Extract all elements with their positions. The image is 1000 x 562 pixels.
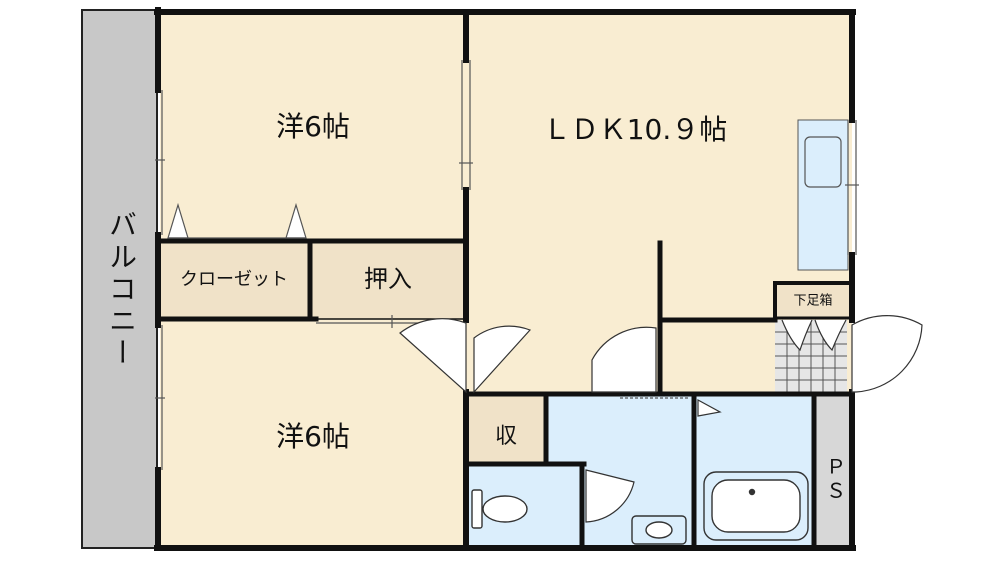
door-western-bottom — [399, 318, 467, 394]
label-ldk: ＬＤＫ10.９帖 — [543, 113, 728, 146]
windows — [155, 60, 859, 470]
shoe-box-floor — [775, 283, 852, 318]
toilet-icon — [471, 489, 528, 529]
door-ldk-storage — [591, 326, 657, 393]
western-room-top-floor — [160, 12, 466, 241]
label-western-top: 洋6帖 — [276, 110, 350, 143]
door-swings[interactable] — [399, 315, 923, 523]
closet-doors[interactable] — [167, 202, 307, 239]
door-ldk-to-hall — [473, 325, 532, 394]
balcony-area — [81, 9, 158, 549]
closet-floor — [160, 241, 310, 319]
label-shoe-box: 下足箱 — [793, 293, 832, 309]
pipe-space-floor — [814, 394, 852, 547]
door-bathroom — [697, 398, 722, 417]
kitchen-sink-icon — [804, 136, 842, 188]
label-storage: 収 — [495, 424, 517, 449]
label-pipe-space: ＰＳ — [823, 456, 847, 504]
shoe-box-doors[interactable] — [781, 319, 847, 352]
washbasin-icon — [631, 515, 687, 545]
label-balcony: バルコニー — [105, 210, 138, 370]
door-entrance — [851, 315, 923, 393]
western-room-bottom-floor — [160, 319, 466, 547]
label-oshiire: 押入 — [364, 265, 412, 293]
door-toilet — [585, 469, 635, 523]
bathtub-icon — [703, 471, 809, 541]
storage-floor — [466, 394, 546, 464]
room-labels: 洋6帖 ＬＤＫ10.９帖 クローゼット 押入 洋6帖 収 下足箱 ＰＳ バルコニ… — [105, 110, 847, 504]
fixtures — [471, 471, 809, 545]
walls — [154, 7, 856, 551]
label-closet: クローゼット — [180, 269, 288, 290]
label-western-bottom: 洋6帖 — [276, 420, 350, 453]
oshiire-floor — [310, 241, 466, 319]
